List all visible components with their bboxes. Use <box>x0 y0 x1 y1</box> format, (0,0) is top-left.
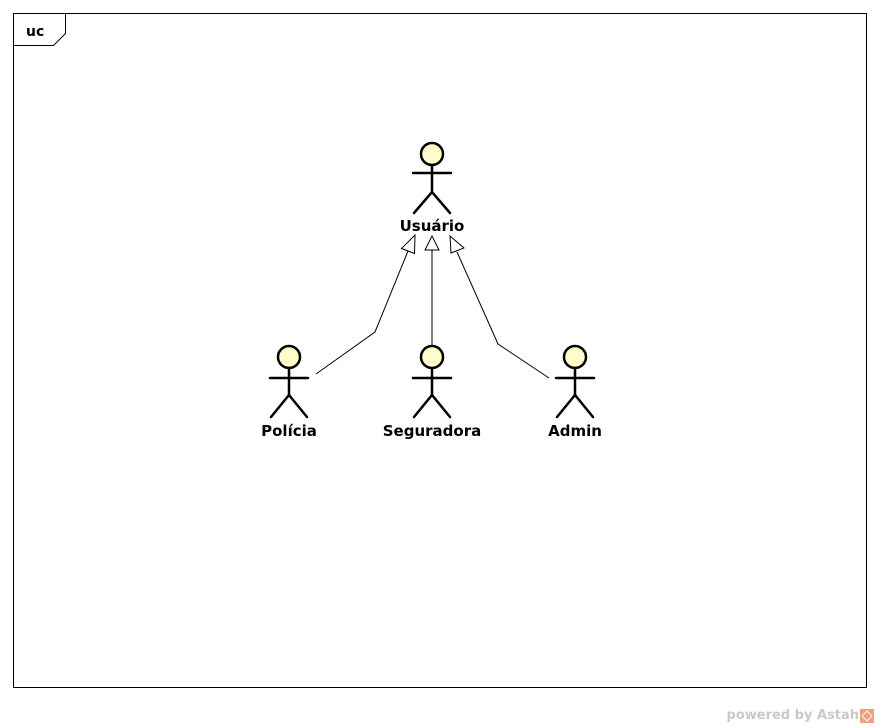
frame-tab <box>13 13 66 46</box>
astah-watermark: powered by Astah <box>727 708 874 723</box>
generalization-arrowhead-policia <box>400 233 416 255</box>
actor-head <box>562 344 588 370</box>
actor-legs <box>412 393 452 419</box>
frame-label: uc <box>26 24 44 40</box>
astah-logo-icon <box>860 708 874 723</box>
actor-legs <box>555 393 595 419</box>
actor-label: Usuário <box>400 217 465 235</box>
generalization-line-policia[interactable] <box>315 250 409 375</box>
generalization-line-admin[interactable] <box>456 251 550 379</box>
generalization-arrowhead-seguradora <box>424 234 440 251</box>
watermark-text: powered by Astah <box>726 708 859 723</box>
actor-head <box>419 141 445 167</box>
actor-head <box>276 344 302 370</box>
actor-admin[interactable]: Admin <box>548 344 602 440</box>
actor-head <box>419 344 445 370</box>
generalizations <box>315 233 550 379</box>
actor-legs <box>269 393 309 419</box>
actor-label: Admin <box>548 422 602 440</box>
actor-usuario[interactable]: Usuário <box>400 141 465 235</box>
actor-seguradora[interactable]: Seguradora <box>383 344 481 440</box>
actor-label: Polícia <box>261 422 317 440</box>
actor-label: Seguradora <box>383 422 481 440</box>
actor-legs <box>412 190 452 215</box>
generalization-arrowhead-admin <box>449 234 465 254</box>
actor-policia[interactable]: Polícia <box>261 344 317 440</box>
